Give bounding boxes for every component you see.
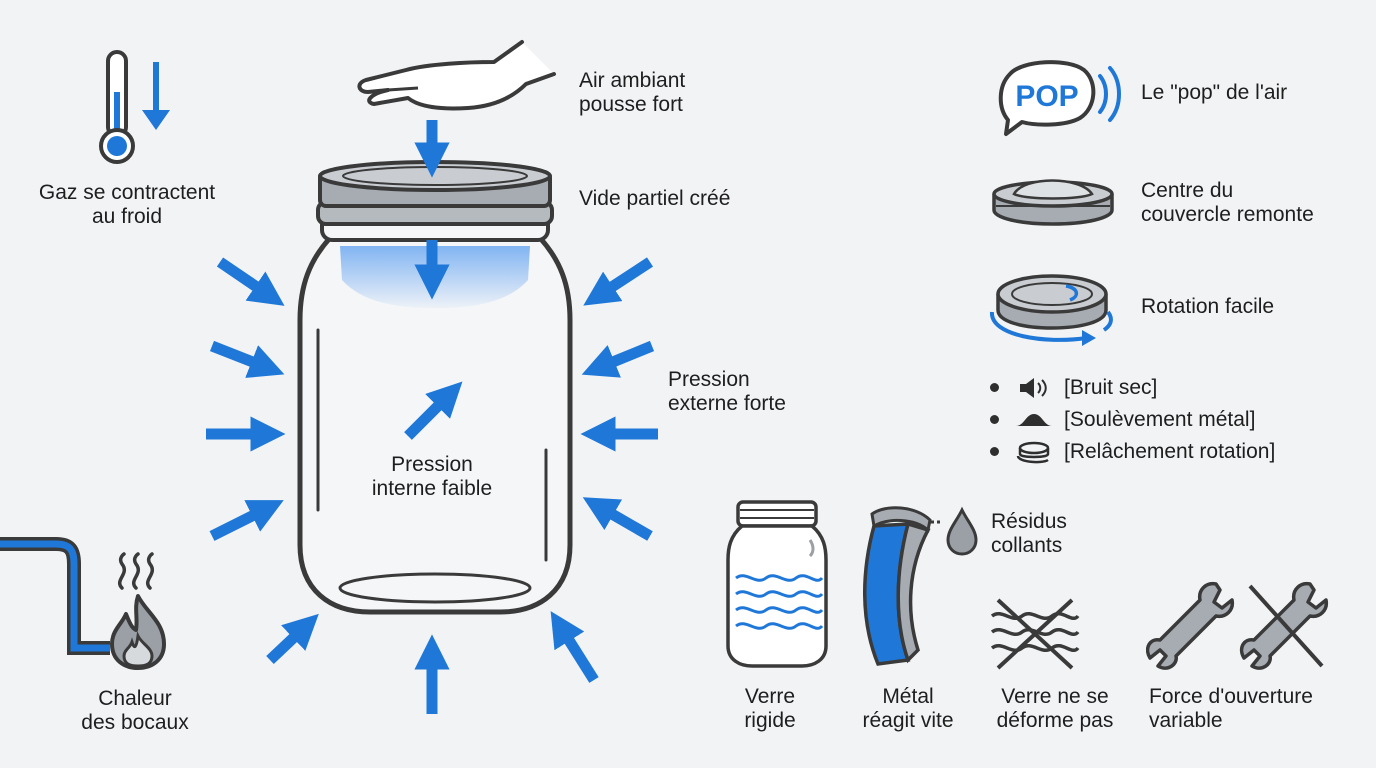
bullet <box>990 415 999 424</box>
pop-speech-bubble-icon: POP <box>998 60 1121 136</box>
arrow-bottom-right <box>550 611 599 683</box>
pipe-icon <box>0 537 110 655</box>
label-pop-air: Le "pop" de l'air <box>1141 81 1288 104</box>
label-easy-rotation: Rotation facile <box>1141 295 1275 318</box>
legend-text: [Soulèvement métal] <box>1064 408 1256 431</box>
wrench-icon <box>1146 581 1235 670</box>
arrow-right-2 <box>581 340 655 378</box>
domed-lid-icon <box>992 179 1114 226</box>
legend-text: [Bruit sec] <box>1064 376 1158 399</box>
bullet <box>990 447 999 456</box>
arrow-left-4 <box>209 500 284 541</box>
flame-icon <box>110 594 166 670</box>
bullet <box>990 383 999 392</box>
legend-item: [Bruit sec] <box>988 372 1288 404</box>
hand-icon <box>357 40 556 111</box>
legend-item: [Relâchement rotation] <box>988 436 1308 468</box>
lid-rotate-icon <box>1016 441 1050 464</box>
arrow-internal <box>404 381 463 440</box>
arrow-right-1 <box>583 257 654 306</box>
steam-icon <box>118 552 154 590</box>
rotating-lid-icon <box>990 274 1113 346</box>
glass-jar-icon <box>726 500 828 668</box>
arrow-left-1 <box>216 257 285 306</box>
pop-text: POP <box>1015 80 1078 113</box>
legend-text: [Relâchement rotation] <box>1064 440 1276 463</box>
arrow-bottom-left <box>266 613 319 664</box>
droplet-icon <box>946 506 978 556</box>
lid-bump-icon <box>1016 414 1052 426</box>
metal-lid-band-icon <box>863 506 940 666</box>
crossed-wrench-icon <box>1239 581 1329 670</box>
arrow-left-2 <box>209 340 285 378</box>
label-partial-vacuum: Vide partiel créé <box>579 187 731 210</box>
legend-item: [Soulèvement métal] <box>988 404 1288 436</box>
crossed-glass-icon <box>990 598 1080 670</box>
arrow-right-4 <box>582 497 653 541</box>
speaker-icon <box>1020 378 1047 398</box>
thermometer-icon <box>99 50 170 164</box>
